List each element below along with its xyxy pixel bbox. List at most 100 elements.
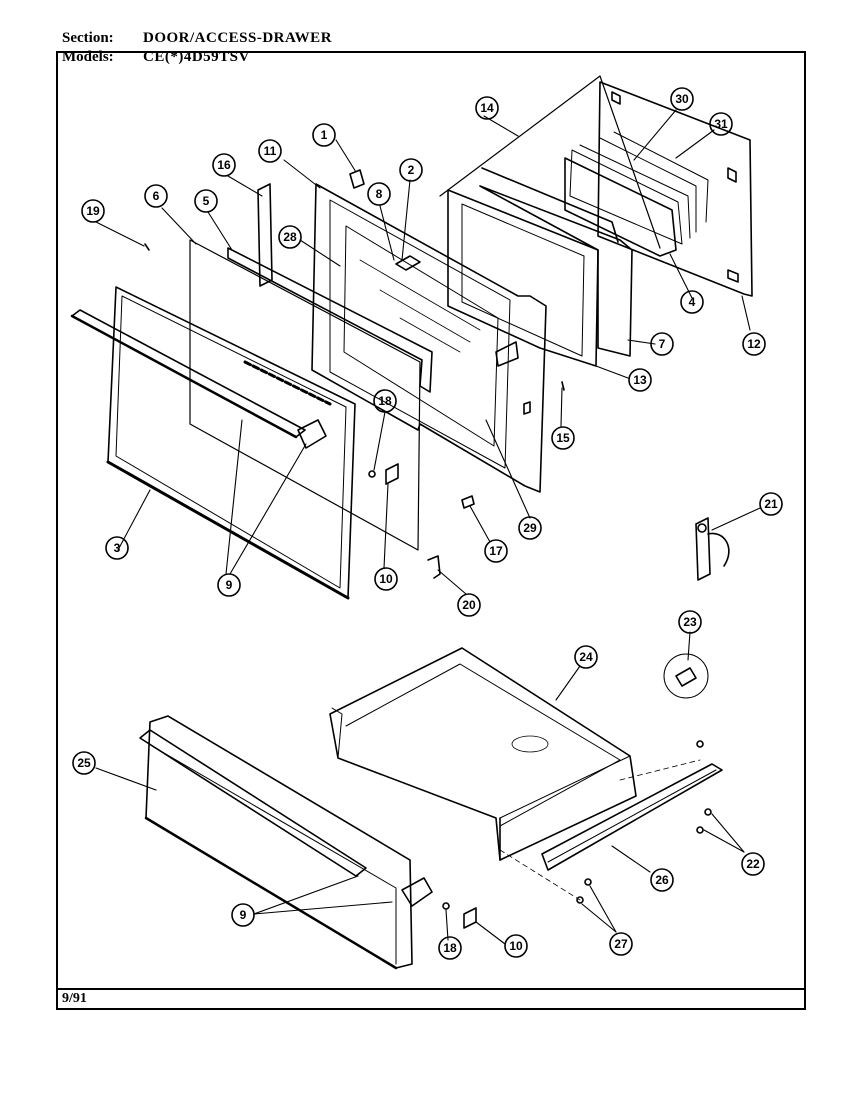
callout-18-drawer: 18	[438, 936, 462, 960]
callout-22: 22	[741, 852, 765, 876]
callout-18-door: 18	[373, 389, 397, 413]
svg-text:15: 15	[556, 431, 570, 445]
alignment-line	[619, 759, 701, 781]
svg-text:18: 18	[443, 941, 457, 955]
callout-24: 24	[574, 645, 598, 669]
models-label: Models:	[62, 49, 114, 65]
callout-28: 28	[278, 225, 302, 249]
outer-door-panel	[106, 286, 356, 600]
label-plate-10-upper	[385, 463, 399, 485]
label-plate-10-lower	[463, 907, 477, 929]
callout-17: 17	[484, 539, 508, 563]
svg-text:10: 10	[509, 939, 523, 953]
hinge-pin-17	[461, 495, 475, 509]
screw-27b	[576, 896, 584, 904]
callout-29: 29	[518, 516, 542, 540]
glass-pack	[564, 131, 709, 257]
svg-text:19: 19	[86, 204, 100, 218]
alignment-line	[499, 849, 581, 901]
svg-text:9: 9	[226, 578, 233, 592]
hinge-clip	[349, 169, 365, 189]
svg-text:3: 3	[114, 541, 121, 555]
callout-15: 15	[551, 426, 575, 450]
callout-5: 5	[194, 189, 218, 213]
callout-23: 23	[678, 610, 702, 634]
svg-text:28: 28	[283, 230, 297, 244]
callout-1: 1	[312, 123, 336, 147]
screw-22a	[704, 808, 712, 816]
callout-25: 25	[72, 751, 96, 775]
callout-9-door: 9	[217, 573, 241, 597]
callout-16: 16	[212, 153, 236, 177]
outer-glass-panel	[189, 239, 421, 551]
callout-26: 26	[650, 868, 674, 892]
svg-text:8: 8	[376, 187, 383, 201]
svg-text:26: 26	[655, 873, 669, 887]
assembly-bracket-line	[439, 75, 661, 249]
door-handle	[70, 309, 327, 449]
svg-text:18: 18	[378, 394, 392, 408]
leader-lines	[95, 109, 761, 945]
svg-text:16: 16	[217, 158, 231, 172]
drawer-assembly	[139, 647, 723, 970]
inner-back-panel	[597, 81, 753, 297]
svg-text:29: 29	[523, 521, 537, 535]
door-frame	[311, 183, 547, 493]
diagram-frame	[56, 51, 806, 1010]
svg-text:22: 22	[746, 857, 760, 871]
screw-23	[696, 740, 704, 748]
screw-19	[144, 243, 150, 251]
svg-text:27: 27	[614, 937, 628, 951]
callout-21: 21	[759, 492, 783, 516]
revision-date: 9/91	[62, 991, 87, 1006]
footer-divider	[56, 988, 806, 990]
svg-text:31: 31	[714, 117, 728, 131]
svg-text:7: 7	[659, 337, 666, 351]
svg-text:12: 12	[747, 337, 761, 351]
callout-3: 3	[105, 536, 129, 560]
screw-27a	[584, 878, 592, 886]
svg-text:24: 24	[579, 650, 593, 664]
svg-text:5: 5	[203, 194, 210, 208]
foot-bracket-20	[427, 555, 441, 579]
svg-text:17: 17	[489, 544, 503, 558]
svg-text:9: 9	[240, 908, 247, 922]
screw-18-upper	[368, 470, 376, 478]
callout-8: 8	[367, 182, 391, 206]
callout-2: 2	[399, 158, 423, 182]
section-label: Section:	[62, 30, 114, 46]
callout-30: 30	[670, 87, 694, 111]
drawer-slide-rail	[541, 763, 723, 871]
callouts: 1 2 3 4 5 6 7 8 9 9 10 10 11 12 13 14 15…	[72, 87, 783, 960]
callout-7: 7	[650, 332, 674, 356]
svg-text:4: 4	[689, 295, 696, 309]
callout-27: 27	[609, 932, 633, 956]
screw-15	[561, 381, 565, 391]
drawer-front-panel	[139, 715, 413, 970]
drawer-box	[329, 647, 637, 861]
door-gasket-strip	[227, 247, 433, 393]
svg-text:1: 1	[321, 128, 328, 142]
door-hinge	[695, 517, 730, 581]
rail-clip	[675, 667, 697, 687]
svg-text:20: 20	[462, 598, 476, 612]
svg-text:13: 13	[633, 373, 647, 387]
callout-4: 4	[680, 290, 704, 314]
callout-12: 12	[742, 332, 766, 356]
screw-22b	[696, 826, 704, 834]
callout-9-drawer: 9	[231, 903, 255, 927]
svg-text:6: 6	[153, 189, 160, 203]
callout-31: 31	[709, 112, 733, 136]
callout-19: 19	[81, 199, 105, 223]
inner-door-liner	[447, 167, 633, 367]
screw-18-lower	[442, 902, 450, 910]
insulation-strip	[257, 183, 273, 287]
svg-text:25: 25	[77, 756, 91, 770]
svg-text:14: 14	[480, 101, 494, 115]
callout-10-drawer: 10	[504, 934, 528, 958]
callout-20: 20	[457, 593, 481, 617]
door-bracket	[395, 255, 421, 271]
section-title: DOOR/ACCESS-DRAWER	[143, 30, 333, 46]
callout-10-door: 10	[374, 567, 398, 591]
